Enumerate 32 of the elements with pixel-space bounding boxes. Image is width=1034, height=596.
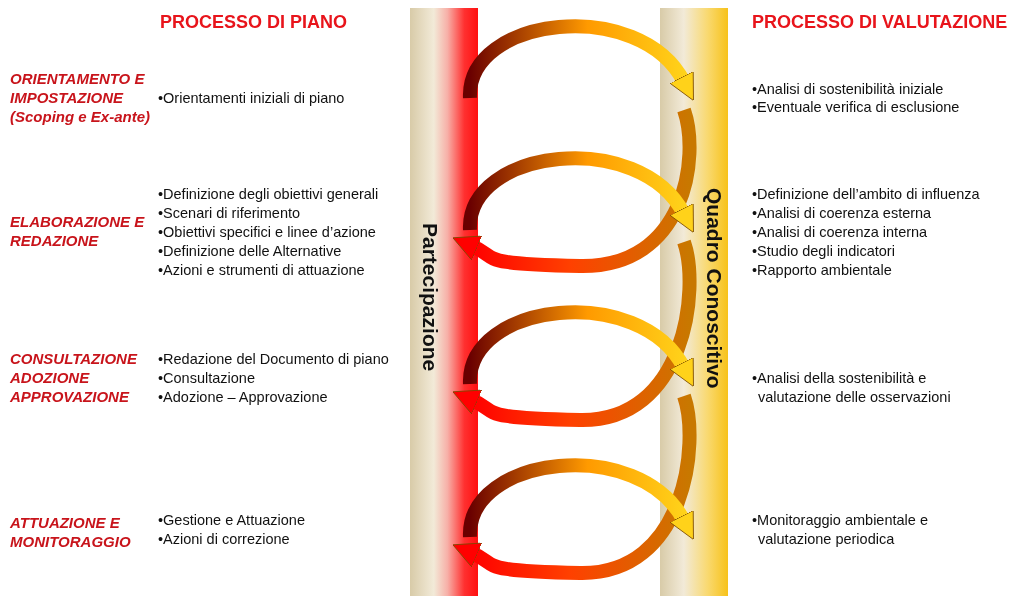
bullet-item: •Adozione – Approvazione <box>158 388 328 407</box>
bullet-item: •Obiettivi specifici e linee d’azione <box>158 223 376 242</box>
band-label: Quadro Conoscitivo <box>702 188 726 389</box>
column-heading: PROCESSO DI VALUTAZIONE <box>752 11 1008 34</box>
curved-arrow <box>452 394 697 580</box>
bullet-item: •Redazione del Documento di piano <box>158 350 389 369</box>
bullet-item: •Definizione delle Alternative <box>158 242 342 261</box>
bullet-item: •Definizione degli obiettivi generali <box>158 185 379 204</box>
bullet-item: •Azioni e strumenti di attuazione <box>158 261 365 280</box>
bullet-item: •Definizione dell’ambito di influenza <box>752 185 980 204</box>
bullet-item: •Studio degli indicatori <box>752 242 895 261</box>
column-heading: PROCESSO DI PIANO <box>160 11 348 34</box>
curved-arrow <box>452 108 697 273</box>
vertical-band <box>410 8 478 596</box>
bullet-item: •Analisi della sostenibilità e valutazione delle osservazioni <box>752 369 952 407</box>
bullet-item: •Monitoraggio ambientale e valutazione periodica <box>752 511 929 549</box>
curved-arrow <box>452 240 697 427</box>
bullet-item: •Analisi di coerenza esterna <box>752 204 932 223</box>
phase-title: ORIENTAMENTO E IMPOSTAZIONE (Scoping e Ex-ante) <box>10 69 151 126</box>
bullet-item: •Rapporto ambientale <box>752 261 892 280</box>
bullet-item: •Azioni di correzione <box>158 530 290 549</box>
phase-title: ELABORAZIONE E REDAZIONE <box>10 212 146 250</box>
bullet-item: •Analisi di coerenza interna <box>752 223 928 242</box>
bullet-item: •Orientamenti iniziali di piano <box>158 89 345 108</box>
bullet-item: •Consultazione <box>158 369 255 388</box>
bullet-item: •Gestione e Attuazione <box>158 511 305 530</box>
band-label: Partecipazione <box>418 223 442 372</box>
bullet-item: •Scenari di riferimento <box>158 204 301 223</box>
phase-title: CONSULTAZIONE ADOZIONE APPROVAZIONE <box>10 349 139 406</box>
bullet-item: •Eventuale verifica di esclusione <box>752 98 960 117</box>
phase-title: ATTUAZIONE E MONITORAGGIO <box>10 513 132 551</box>
bullet-item: •Analisi di sostenibilità iniziale <box>752 80 944 99</box>
